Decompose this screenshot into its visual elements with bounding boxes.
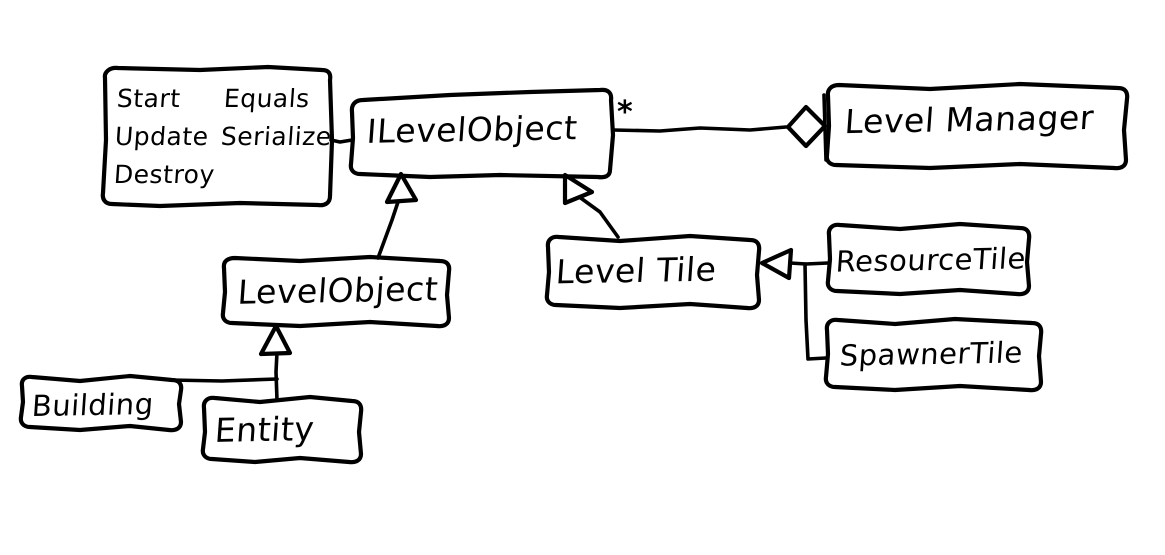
edge-leveltile-to-ilevelobject [576, 194, 620, 239]
ilevelobject-box[interactable] [348, 87, 616, 180]
realization-arrowhead-levelobject-icon [384, 171, 419, 205]
edge-entity-to-levelobject [274, 350, 279, 402]
realization-arrowhead-leveltile-icon [562, 172, 595, 206]
resourcetile-box[interactable] [825, 221, 1032, 297]
edge-spawnertile-to-leveltile [803, 262, 828, 361]
entity-box[interactable] [200, 394, 364, 465]
levelmanager-box[interactable] [824, 81, 1130, 171]
edge-building-to-levelobject [168, 377, 279, 383]
levelmanager-anchor-tick [822, 93, 828, 162]
building-box[interactable] [18, 373, 184, 433]
edge-ilevelobject-to-levelmanager [611, 125, 788, 133]
leveltile-box[interactable] [544, 233, 762, 311]
inheritance-arrowhead-leveltile-icon [759, 247, 794, 281]
edge-levelobject-to-ilevelobject [376, 194, 402, 260]
levelobject-box[interactable] [220, 254, 452, 329]
methods-note-box[interactable] [100, 64, 335, 209]
edge-note-to-ilevelobject [329, 138, 354, 144]
spawnertile-box[interactable] [823, 316, 1044, 393]
inheritance-arrowhead-levelobject-icon [258, 323, 293, 357]
edge-resourcetile-to-leveltile [788, 261, 830, 266]
aggregation-diamond-icon [785, 104, 828, 149]
